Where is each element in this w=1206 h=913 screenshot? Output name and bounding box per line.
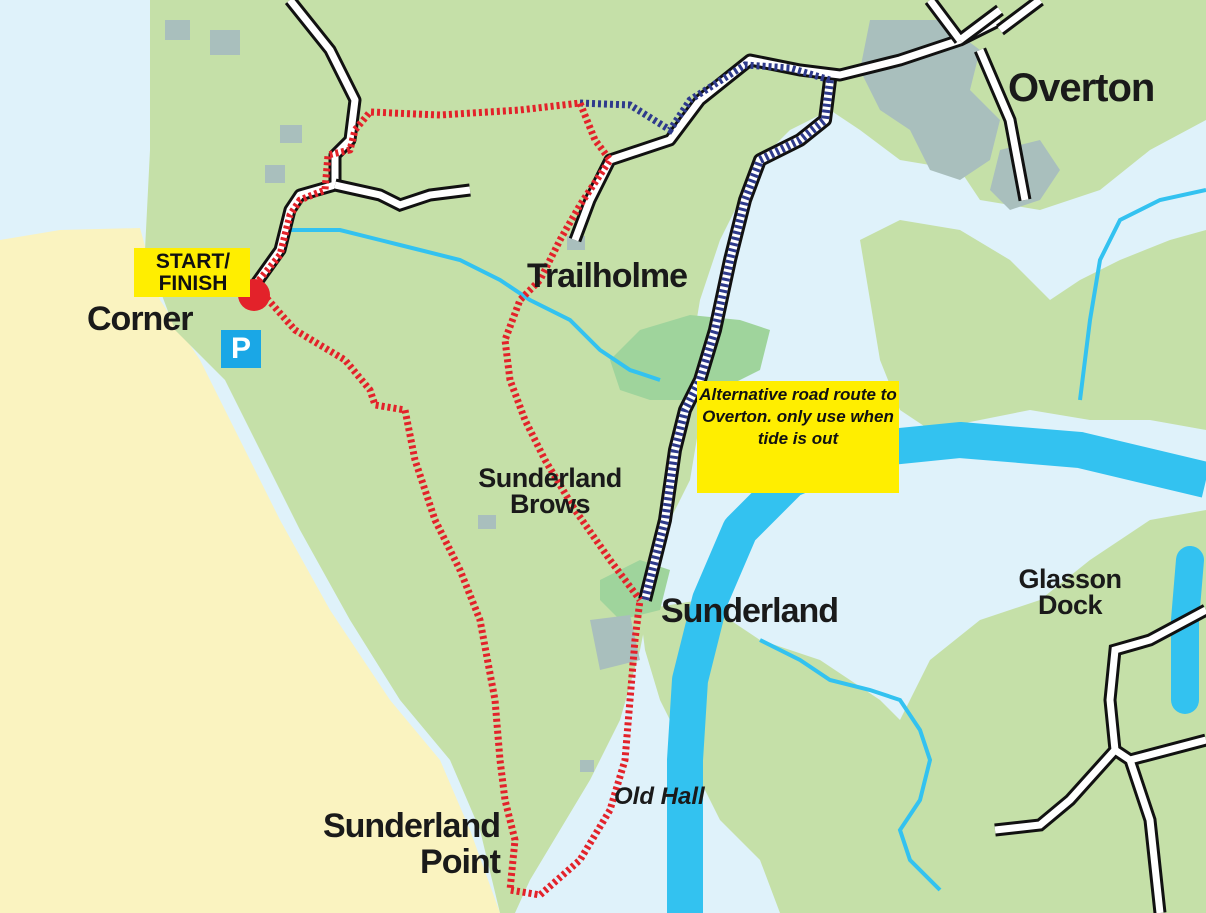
label-corner: Corner (87, 300, 193, 338)
road (927, 0, 1043, 201)
land-east (880, 510, 1206, 913)
label-sunderland-brows: Sunderland Brows (478, 463, 622, 519)
alternative-route-dashes (641, 79, 834, 601)
building (165, 20, 190, 40)
alternative-route-note: Alternative road route to Overton. only … (697, 381, 899, 493)
buildings (590, 615, 640, 670)
start-finish-label: START/ FINISH (134, 248, 250, 297)
label-glasson-dock: Glasson Dock (1018, 564, 1122, 620)
alternative-route-dashes (579, 61, 832, 135)
alternative-road-route (579, 61, 837, 602)
building (280, 125, 302, 143)
road (334, 181, 471, 209)
building (265, 165, 285, 183)
building (478, 515, 496, 529)
river-east-arm (1171, 546, 1204, 714)
building (210, 30, 240, 55)
building (580, 760, 594, 772)
stream (290, 228, 661, 382)
road (994, 606, 1206, 913)
label-trailholme: Trailholme (527, 257, 688, 295)
label-overton: Overton (1008, 66, 1155, 110)
stream (1078, 188, 1206, 401)
stream (759, 638, 942, 892)
parking-icon: P (221, 330, 261, 368)
road (252, 0, 359, 288)
land-mid-east (860, 220, 1206, 430)
river-lune-channel (667, 422, 1206, 913)
sand-flats (0, 228, 500, 913)
label-sunderland: Sunderland (661, 592, 839, 630)
label-old-hall: Old Hall (614, 783, 705, 810)
label-sunderland-point: Sunderland Point (322, 807, 501, 881)
